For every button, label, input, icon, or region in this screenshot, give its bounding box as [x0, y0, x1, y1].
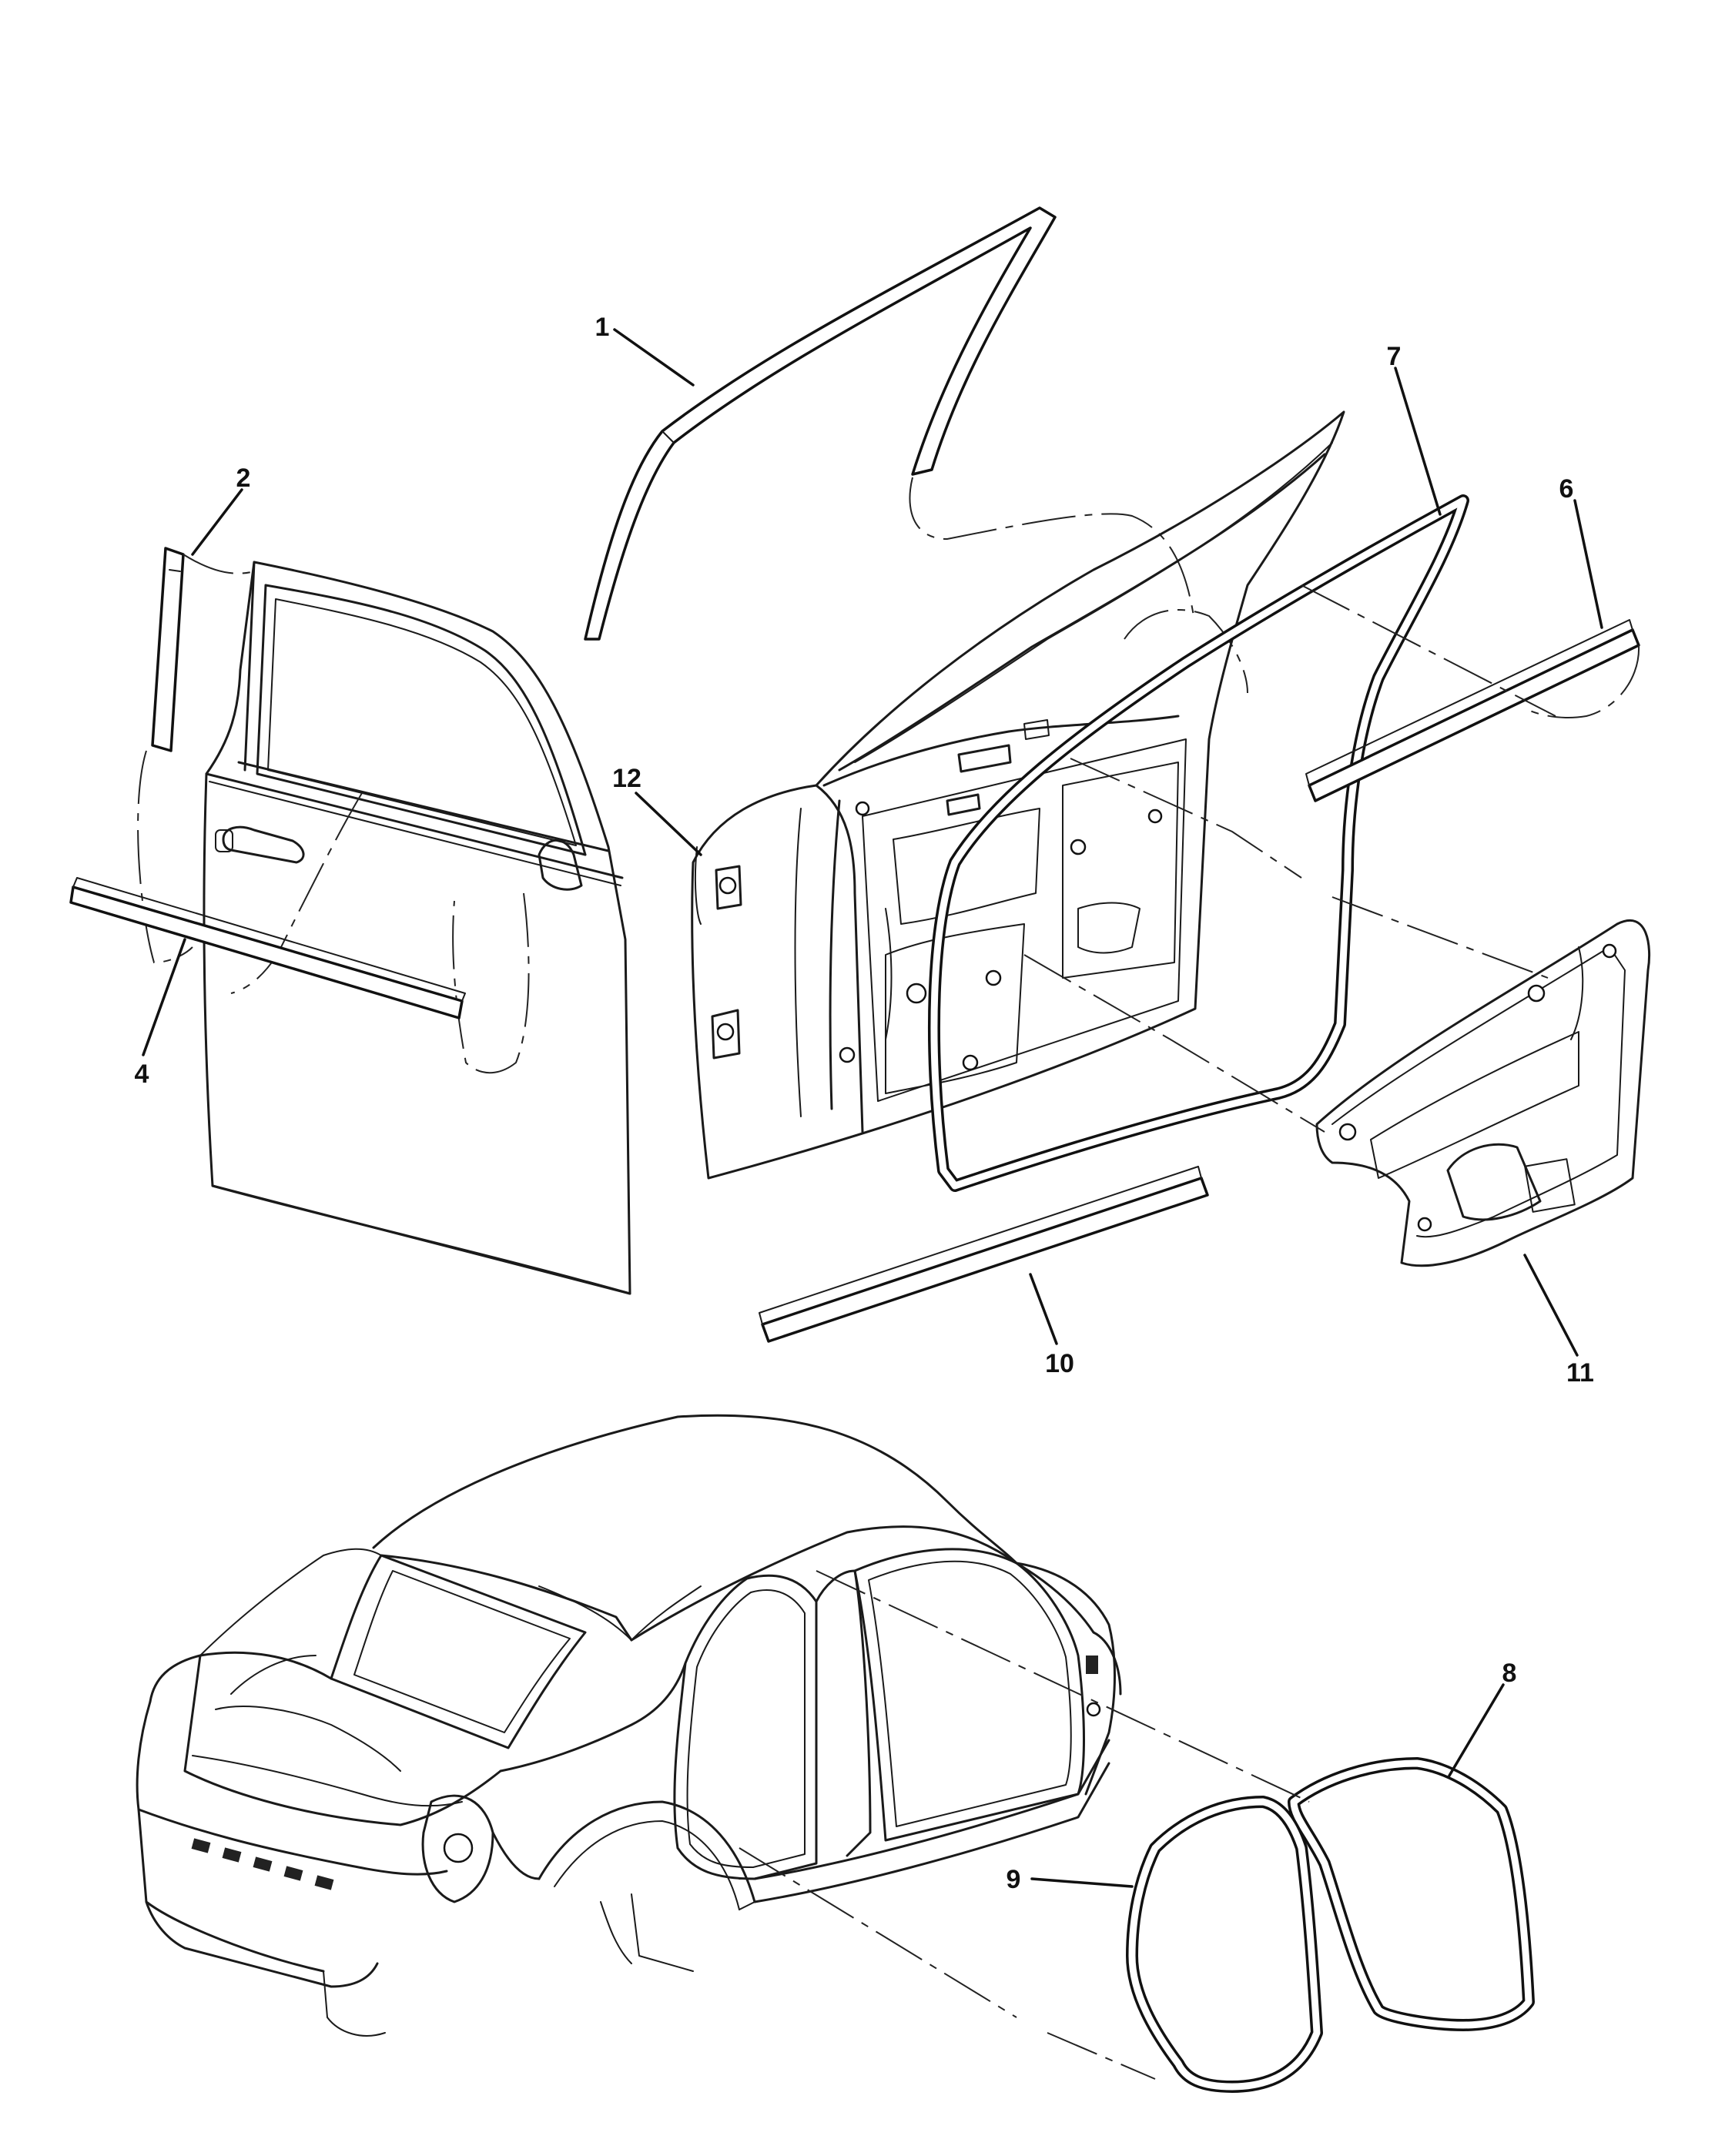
callout-7: 7: [1387, 342, 1402, 371]
phantom-alignment-lines: [1023, 584, 1556, 1133]
callout-2: 2: [236, 464, 251, 493]
part-2-pillar-applique: [151, 547, 255, 752]
part-8-front-opening-seal: [1288, 1757, 1535, 2031]
callout-labels: 1 2 4 6 7 8 9 10 11 12: [135, 313, 1594, 1894]
part-12-door-frame-hinge: [694, 846, 702, 925]
callout-11: 11: [1566, 1358, 1594, 1388]
vehicle-body-shell: [136, 1414, 1122, 2037]
leader-lines: [142, 328, 1603, 1888]
part-7-door-perimeter-seal: [928, 494, 1469, 1192]
part-9-rear-opening-seal: [1126, 1796, 1323, 2093]
callout-8: 8: [1502, 1659, 1517, 1688]
callout-4: 4: [135, 1060, 149, 1089]
part-11-door-trim-panel: [1315, 919, 1651, 1267]
part-10-lower-door-seal: [759, 1166, 1209, 1343]
callout-10: 10: [1045, 1349, 1074, 1378]
part-6-inner-belt-weatherstrip: [1305, 619, 1640, 802]
callout-6: 6: [1559, 474, 1574, 504]
callout-9: 9: [1007, 1865, 1021, 1894]
part-4-belt-weatherstrip: [69, 877, 466, 1019]
callout-1: 1: [595, 313, 610, 342]
callout-12: 12: [612, 764, 641, 793]
part-1-window-frame-weatherstrip: [584, 206, 1194, 641]
phantom-alignment-lines-lower: [739, 1570, 1310, 2080]
